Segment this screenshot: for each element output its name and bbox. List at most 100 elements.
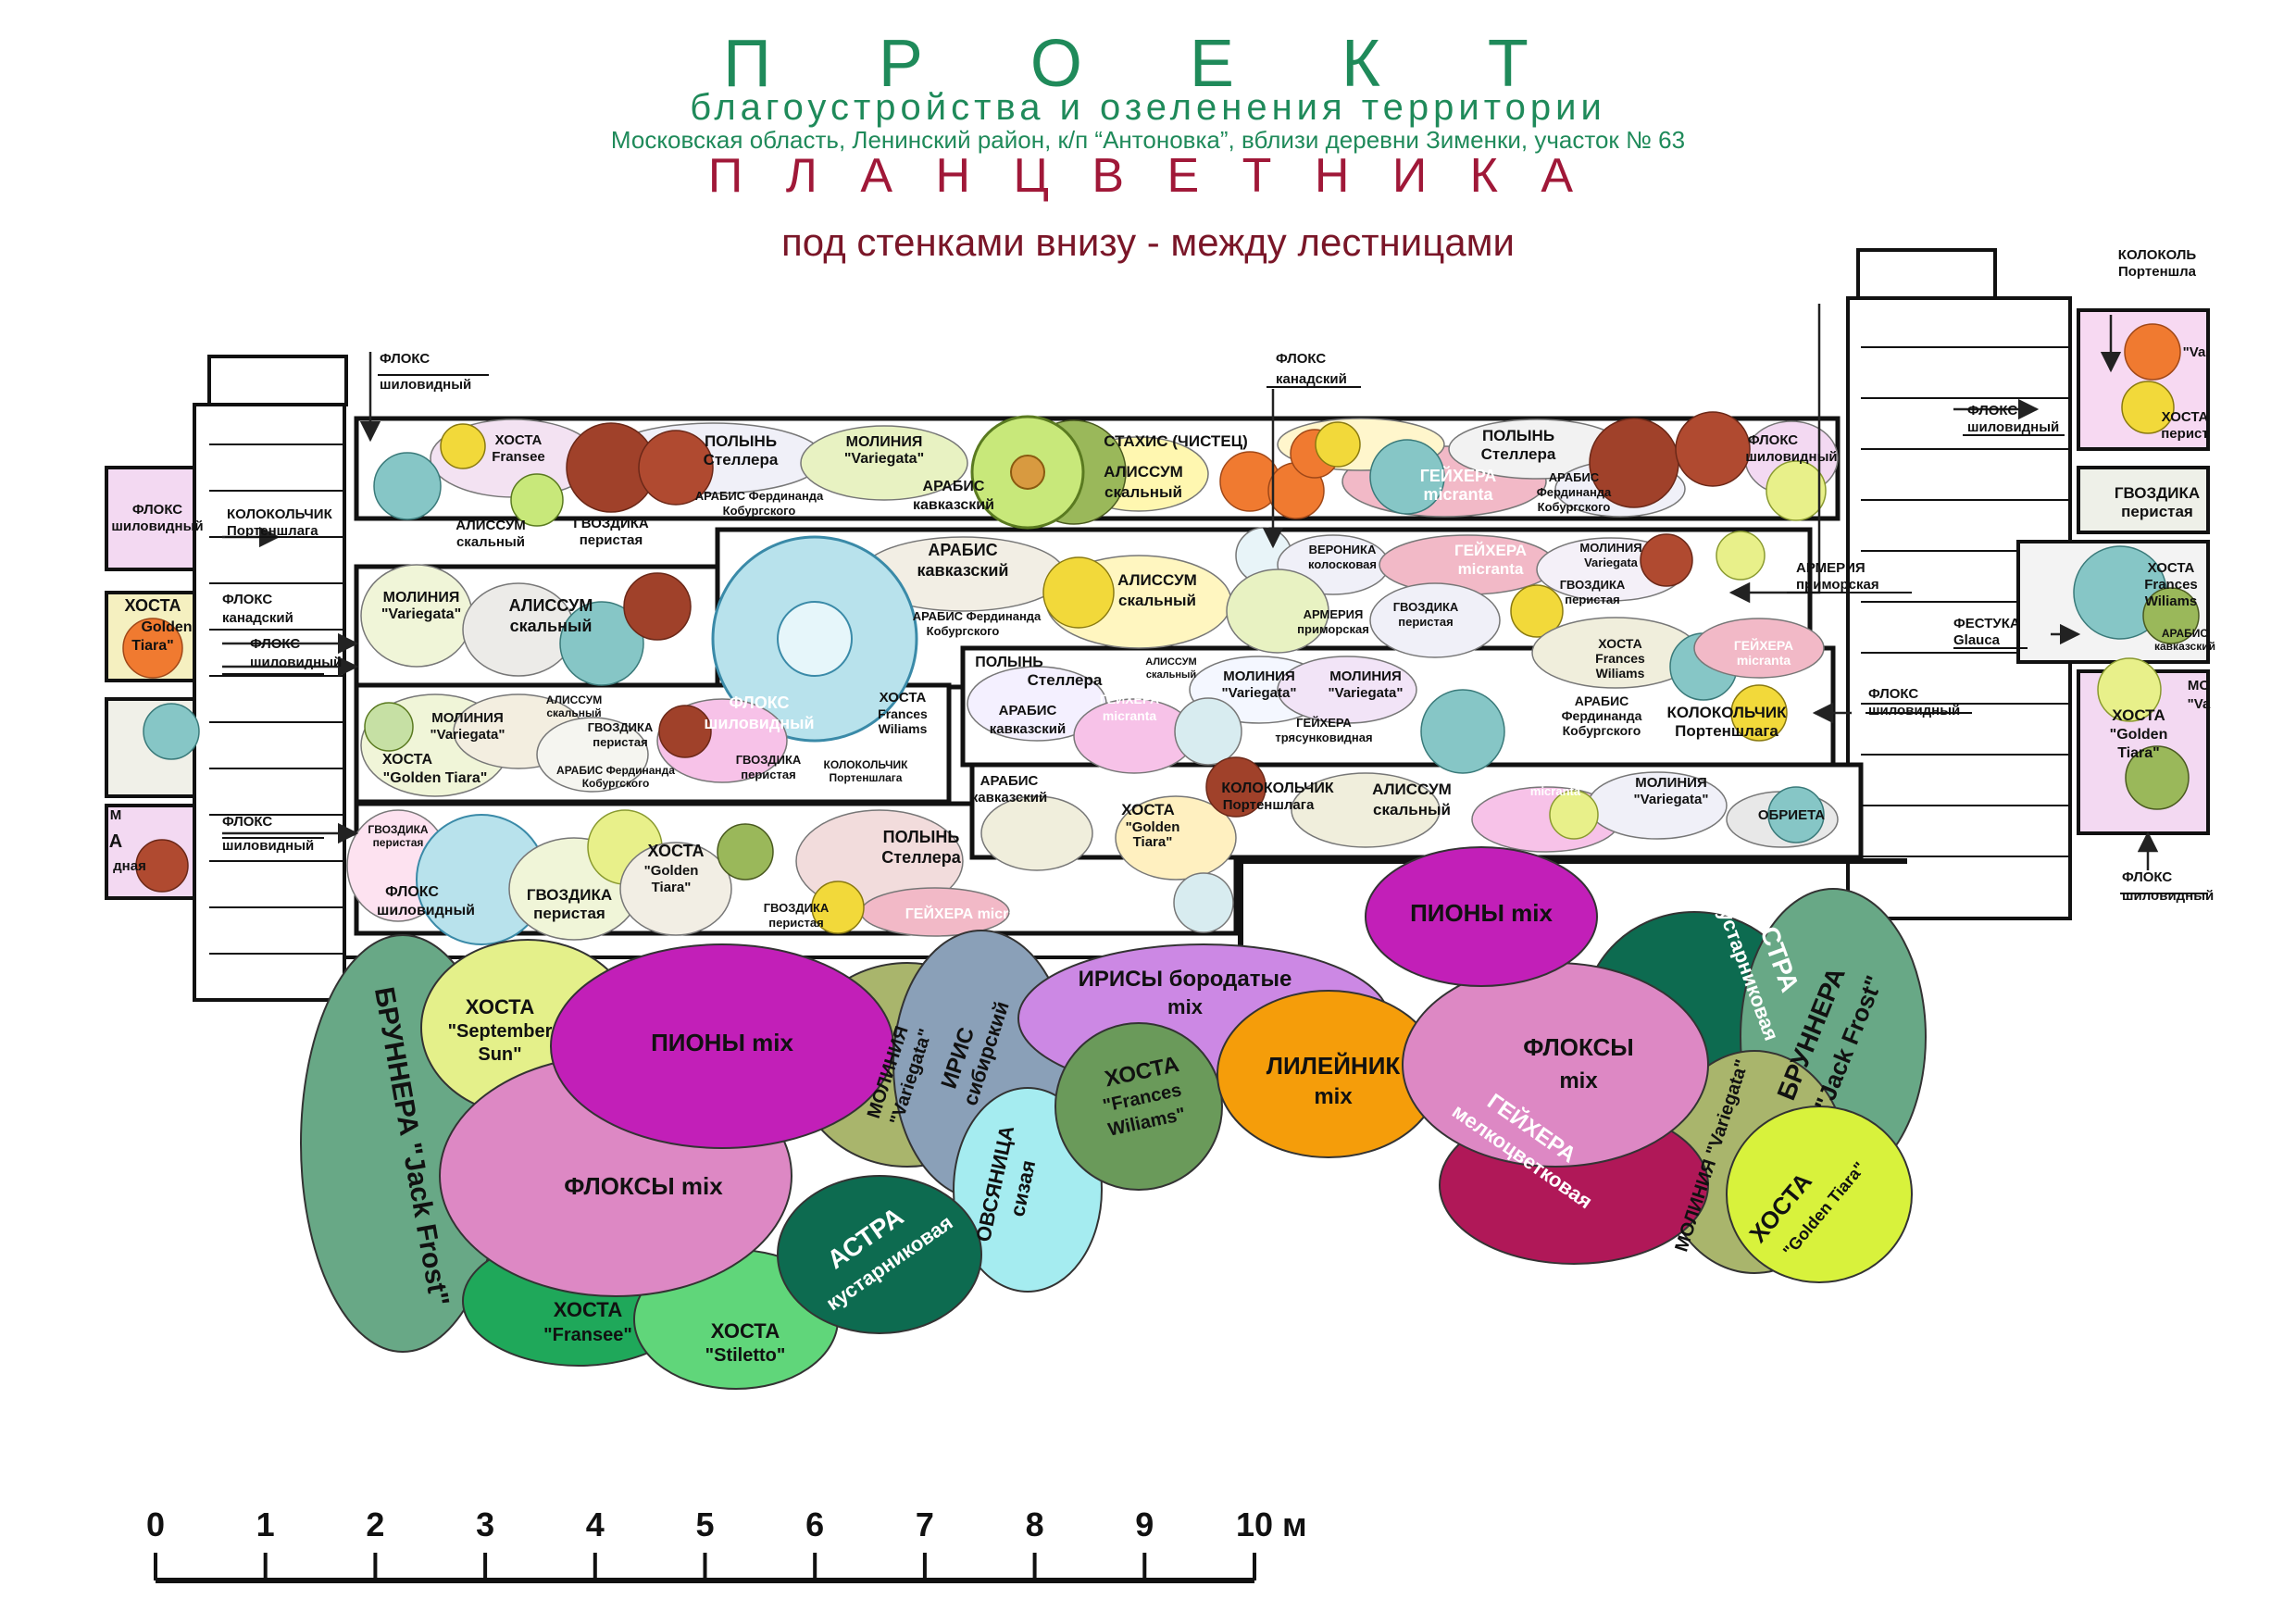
r3-label: МОЛИНИЯ [1329, 668, 1402, 684]
r4-label: "Golden [1126, 819, 1180, 835]
r4-label: ОБРИЕТА [1758, 807, 1825, 823]
r1-label: Стеллера [1481, 445, 1556, 463]
r1-label: Кобургского [723, 504, 796, 518]
r3-label: "Golden Tiara" [383, 770, 488, 786]
scale-tick-label: 4 [586, 1505, 605, 1543]
r1-label: ХОСТА [495, 432, 543, 448]
r2-label: ГЕЙХЕРА [1454, 542, 1527, 559]
flowerbed-label-phlox-left: ФЛОКСЫ mix [564, 1172, 723, 1200]
flowerbed-label-hosta-ss: ХОСТА [466, 995, 535, 1018]
left-side-label: шиловидный [111, 518, 203, 534]
flowerbed-label-pion-right: ПИОНЫ mix [1410, 899, 1553, 927]
right-side-label: Портеншла [2118, 264, 2197, 280]
callout-4-sub: шиловидный [250, 655, 342, 670]
callout-11-name: ФЛОКС [2122, 869, 2172, 885]
scale-ticks [154, 1553, 1256, 1580]
right-side-label: КОЛОКОЛЬ [2118, 247, 2197, 263]
r4-label: перистая [373, 836, 424, 849]
right-side-label: ХОСТА [2162, 409, 2209, 425]
callout-6-name: ФЛОКС [1276, 351, 1326, 367]
r3-label: ГВОЗДИКА [588, 720, 654, 734]
r3-label: КОЛОКОЛЬЧИК [824, 758, 909, 771]
r3-label: Фердинанда [1562, 708, 1642, 723]
stachys-star [711, 535, 918, 743]
scale-tick-label: 0 [146, 1505, 165, 1543]
project-title: П Р О Е К Т [723, 27, 1573, 101]
r4-label: ГВОЗДИКА [368, 823, 429, 836]
r4-label: перистая [768, 916, 823, 930]
r3-label: Кобургского [1563, 723, 1641, 738]
r2-label: приморская [1297, 622, 1369, 636]
r3-label: ФЛОКС [729, 693, 789, 712]
r4-label: micranta [1530, 784, 1581, 798]
r2-label: скальный [510, 617, 593, 635]
r4-label: перистая [533, 905, 605, 922]
callout-1-name: ФЛОКС [380, 351, 430, 367]
r1-label: АЛИССУМ [1104, 463, 1183, 481]
r3-label: трясунковидная [1275, 731, 1372, 744]
r1-label: ПОЛЫНЬ [705, 432, 777, 450]
r2-label: Кобургского [927, 624, 1000, 638]
r4-label: Стеллера [881, 848, 961, 867]
r2-label: ГВОЗДИКА [1560, 578, 1626, 592]
callout-10-sub: шиловидный [1868, 703, 1960, 718]
callout-7-sub: шиловидный [1967, 419, 2059, 435]
r4-label: кавказский [971, 790, 1047, 806]
r3-label: АРАБИС [999, 703, 1057, 718]
scale-tick-label: 5 [695, 1505, 714, 1543]
r3-label: Стеллера [1028, 671, 1103, 689]
plan-location: под стенками внизу - между лестницами [781, 220, 1515, 264]
project-address: Московская область, Ленинский район, к/п… [610, 126, 1686, 154]
callout-8-sub: приморская [1796, 577, 1879, 593]
r1-label: СТАХИС (ЧИСТЕЦ) [1104, 432, 1247, 450]
scale-tick-label: 1 [256, 1505, 275, 1543]
callout-8-name: АРМЕРИЯ [1796, 560, 1866, 576]
right-side-label: ХОСТА [2148, 560, 2195, 576]
r4-label: "Golden [644, 863, 699, 879]
r2-label: АРАБИС [928, 541, 997, 559]
r1-label: ПОЛЫНЬ [1482, 427, 1554, 444]
scale-unit: м [1282, 1505, 1307, 1543]
r3-label: перистая [593, 735, 647, 749]
left-side-label: А [109, 831, 122, 852]
left-side-label: ФЛОКС [132, 502, 182, 518]
pion-left [550, 943, 894, 1149]
r4-label: ХОСТА [1121, 801, 1175, 818]
flowerbed-label-liliynik: mix [1314, 1084, 1353, 1109]
r1-label: перистая [580, 532, 643, 548]
r1-label: шиловидный [1745, 449, 1837, 465]
r1-label: скальный [1104, 483, 1182, 501]
r1-label: ФЛОКС [1748, 432, 1798, 448]
r3-label: ГЕЙХЕРА [1734, 637, 1793, 653]
right-side-label: "Va [2188, 696, 2211, 712]
r4-label: ГВОЗДИКА [527, 886, 612, 904]
right-side-label: Tiara" [2117, 745, 2160, 761]
r1-label: micranta [1423, 485, 1493, 504]
bed-row-3-plants [360, 617, 1825, 797]
left-side-label: Tiara" [131, 638, 174, 654]
r4-label: шиловидный [377, 903, 475, 918]
hosta-frances-wiliams [1054, 1022, 1223, 1191]
project-subtitle: благоустройства и озеленения территории [690, 87, 1606, 128]
callout-3-name: ФЛОКС [222, 592, 272, 607]
r2-label: колосковая [1308, 557, 1377, 571]
scale-tick-label: 7 [916, 1505, 934, 1543]
stairs-left [193, 355, 348, 1002]
flowerbed-label-liliynik: ЛИЛЕЙНИК [1267, 1052, 1401, 1080]
callout-9-sub: Glauca [1953, 632, 2001, 648]
r2-label: "Variegata" [381, 606, 461, 622]
right-side-label: Frances [2144, 577, 2198, 593]
r4-label: Tiara" [1133, 834, 1173, 850]
r4-label: скальный [1373, 801, 1451, 818]
r3-label: Frances [878, 706, 928, 721]
plan-title: П Л А Н Ц В Е Т Н И К А [707, 149, 1589, 203]
r4-label: ХОСТА [648, 842, 705, 860]
right-side-label: "Va [2183, 344, 2206, 360]
right-side-label: ГВОЗДИКА [2115, 484, 2200, 502]
r4-label: АРАБИС [980, 773, 1039, 789]
r3-label: "Variegata" [1222, 685, 1297, 701]
r3-label: скальный [546, 706, 601, 719]
callout-11-sub: шиловидный [2122, 888, 2214, 904]
